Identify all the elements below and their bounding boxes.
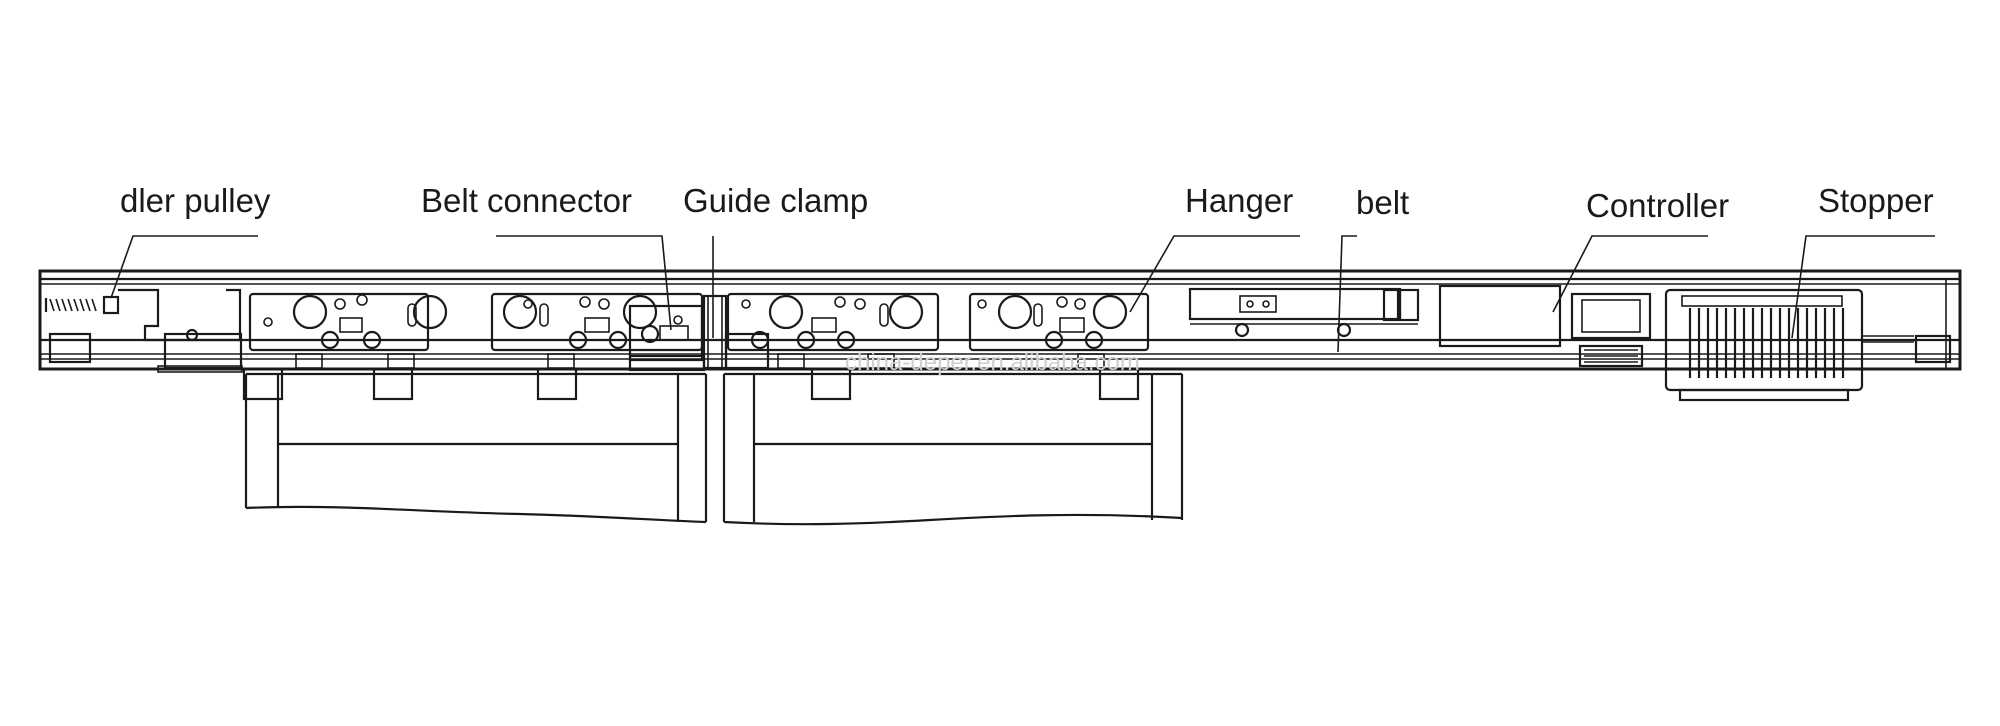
controller-base — [1678, 388, 1850, 402]
left-end-block — [48, 332, 92, 364]
stopper-assembly — [1862, 334, 1952, 364]
rail-outline — [38, 269, 1962, 371]
belt-bracket — [1188, 287, 1420, 338]
leader-lines — [110, 235, 1935, 353]
label-belt-connector: Belt connector — [421, 182, 632, 219]
leader-belt-connector — [496, 235, 672, 331]
idler-pulley-assembly — [44, 288, 243, 373]
bracket-bolt-right — [1336, 322, 1352, 338]
door-leaf-right — [722, 367, 1184, 526]
leader-stopper — [1791, 235, 1935, 339]
watermark: china-deper.en.alibaba.com — [845, 349, 1140, 376]
drive-pulley — [1578, 344, 1644, 368]
belt-connector-block — [628, 304, 706, 372]
door-leaf-left — [242, 367, 708, 524]
hanger-trolley-1 — [248, 292, 448, 369]
label-belt: belt — [1356, 184, 1409, 221]
leader-controller — [1552, 235, 1708, 313]
hanger-trolley-3 — [726, 292, 940, 369]
pulley-housing — [163, 332, 243, 370]
label-idler-pulley: dler pulley — [120, 182, 271, 219]
header-rail — [38, 269, 1962, 371]
leader-hanger — [1129, 235, 1300, 313]
spring-icon — [44, 295, 120, 315]
label-hanger: Hanger — [1185, 182, 1293, 219]
controller-bracket — [1438, 284, 1562, 348]
motor-body — [1570, 292, 1652, 340]
label-guide-clamp: Guide clamp — [683, 182, 868, 219]
pulley-bolt — [185, 328, 199, 342]
label-controller: Controller — [1586, 187, 1729, 224]
bracket-bolt-left — [1234, 322, 1250, 338]
stopper-block — [1914, 334, 1952, 364]
leader-idler-pulley — [110, 235, 258, 299]
hanger-trolley-4 — [968, 292, 1150, 369]
vent-slots — [1688, 308, 1845, 378]
controller-assembly — [1438, 284, 1864, 402]
label-stopper: Stopper — [1818, 182, 1934, 219]
leader-belt — [1337, 235, 1357, 353]
